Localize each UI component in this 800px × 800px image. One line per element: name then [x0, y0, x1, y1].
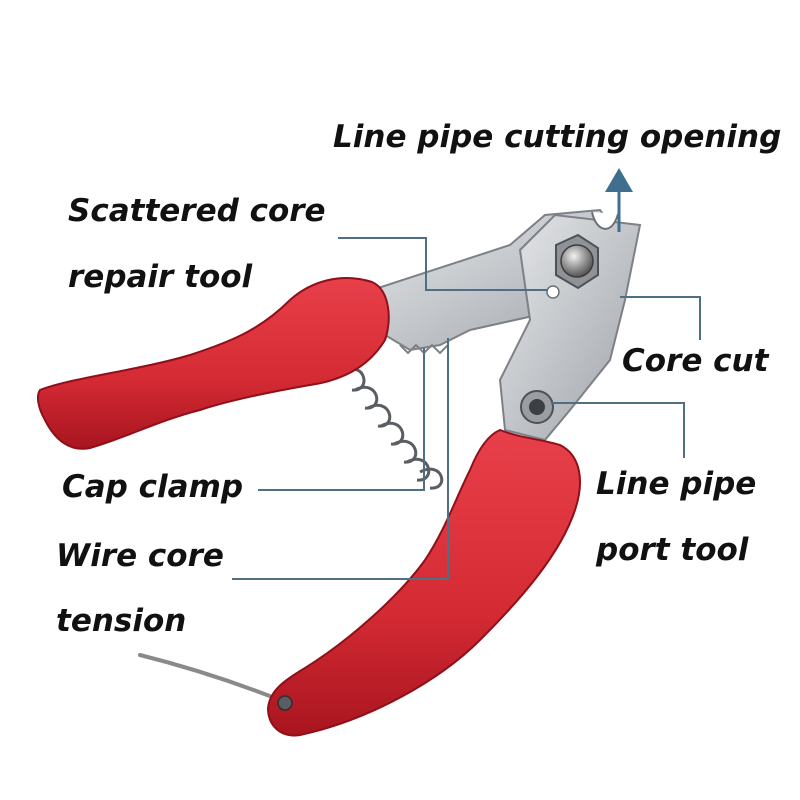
cutting-opening-arrow-head: [605, 168, 633, 192]
leader-wire-core: [232, 338, 449, 580]
cutting-opening-notch: [591, 211, 619, 230]
label-cap-clamp: Cap clamp: [62, 469, 244, 505]
center-bolt: [560, 244, 594, 278]
label-scattered-core-line2: repair tool: [68, 259, 253, 295]
leader-cap-clamp: [258, 348, 425, 491]
leader-core-cut: [620, 296, 701, 340]
port-tool-rivet-center: [529, 399, 545, 415]
label-line-pipe-port-line2: port tool: [596, 532, 749, 568]
repair-tool-hole: [546, 285, 560, 299]
lower-handle: [266, 428, 581, 737]
label-line-pipe-cutting-opening: Line pipe cutting opening: [333, 119, 782, 155]
leader-port-tool: [551, 402, 685, 458]
leader-scattered-core: [338, 237, 548, 291]
wire-hook: [138, 653, 287, 704]
upper-handle: [36, 277, 390, 450]
label-wire-core-line2: tension: [56, 603, 187, 639]
label-core-cut: Core cut: [622, 343, 769, 379]
label-line-pipe-port-line1: Line pipe: [596, 466, 757, 502]
label-wire-core-line1: Wire core: [56, 538, 224, 574]
handle-eyelet: [277, 695, 293, 711]
label-scattered-core-line1: Scattered core: [68, 193, 326, 229]
spring: [344, 368, 444, 490]
